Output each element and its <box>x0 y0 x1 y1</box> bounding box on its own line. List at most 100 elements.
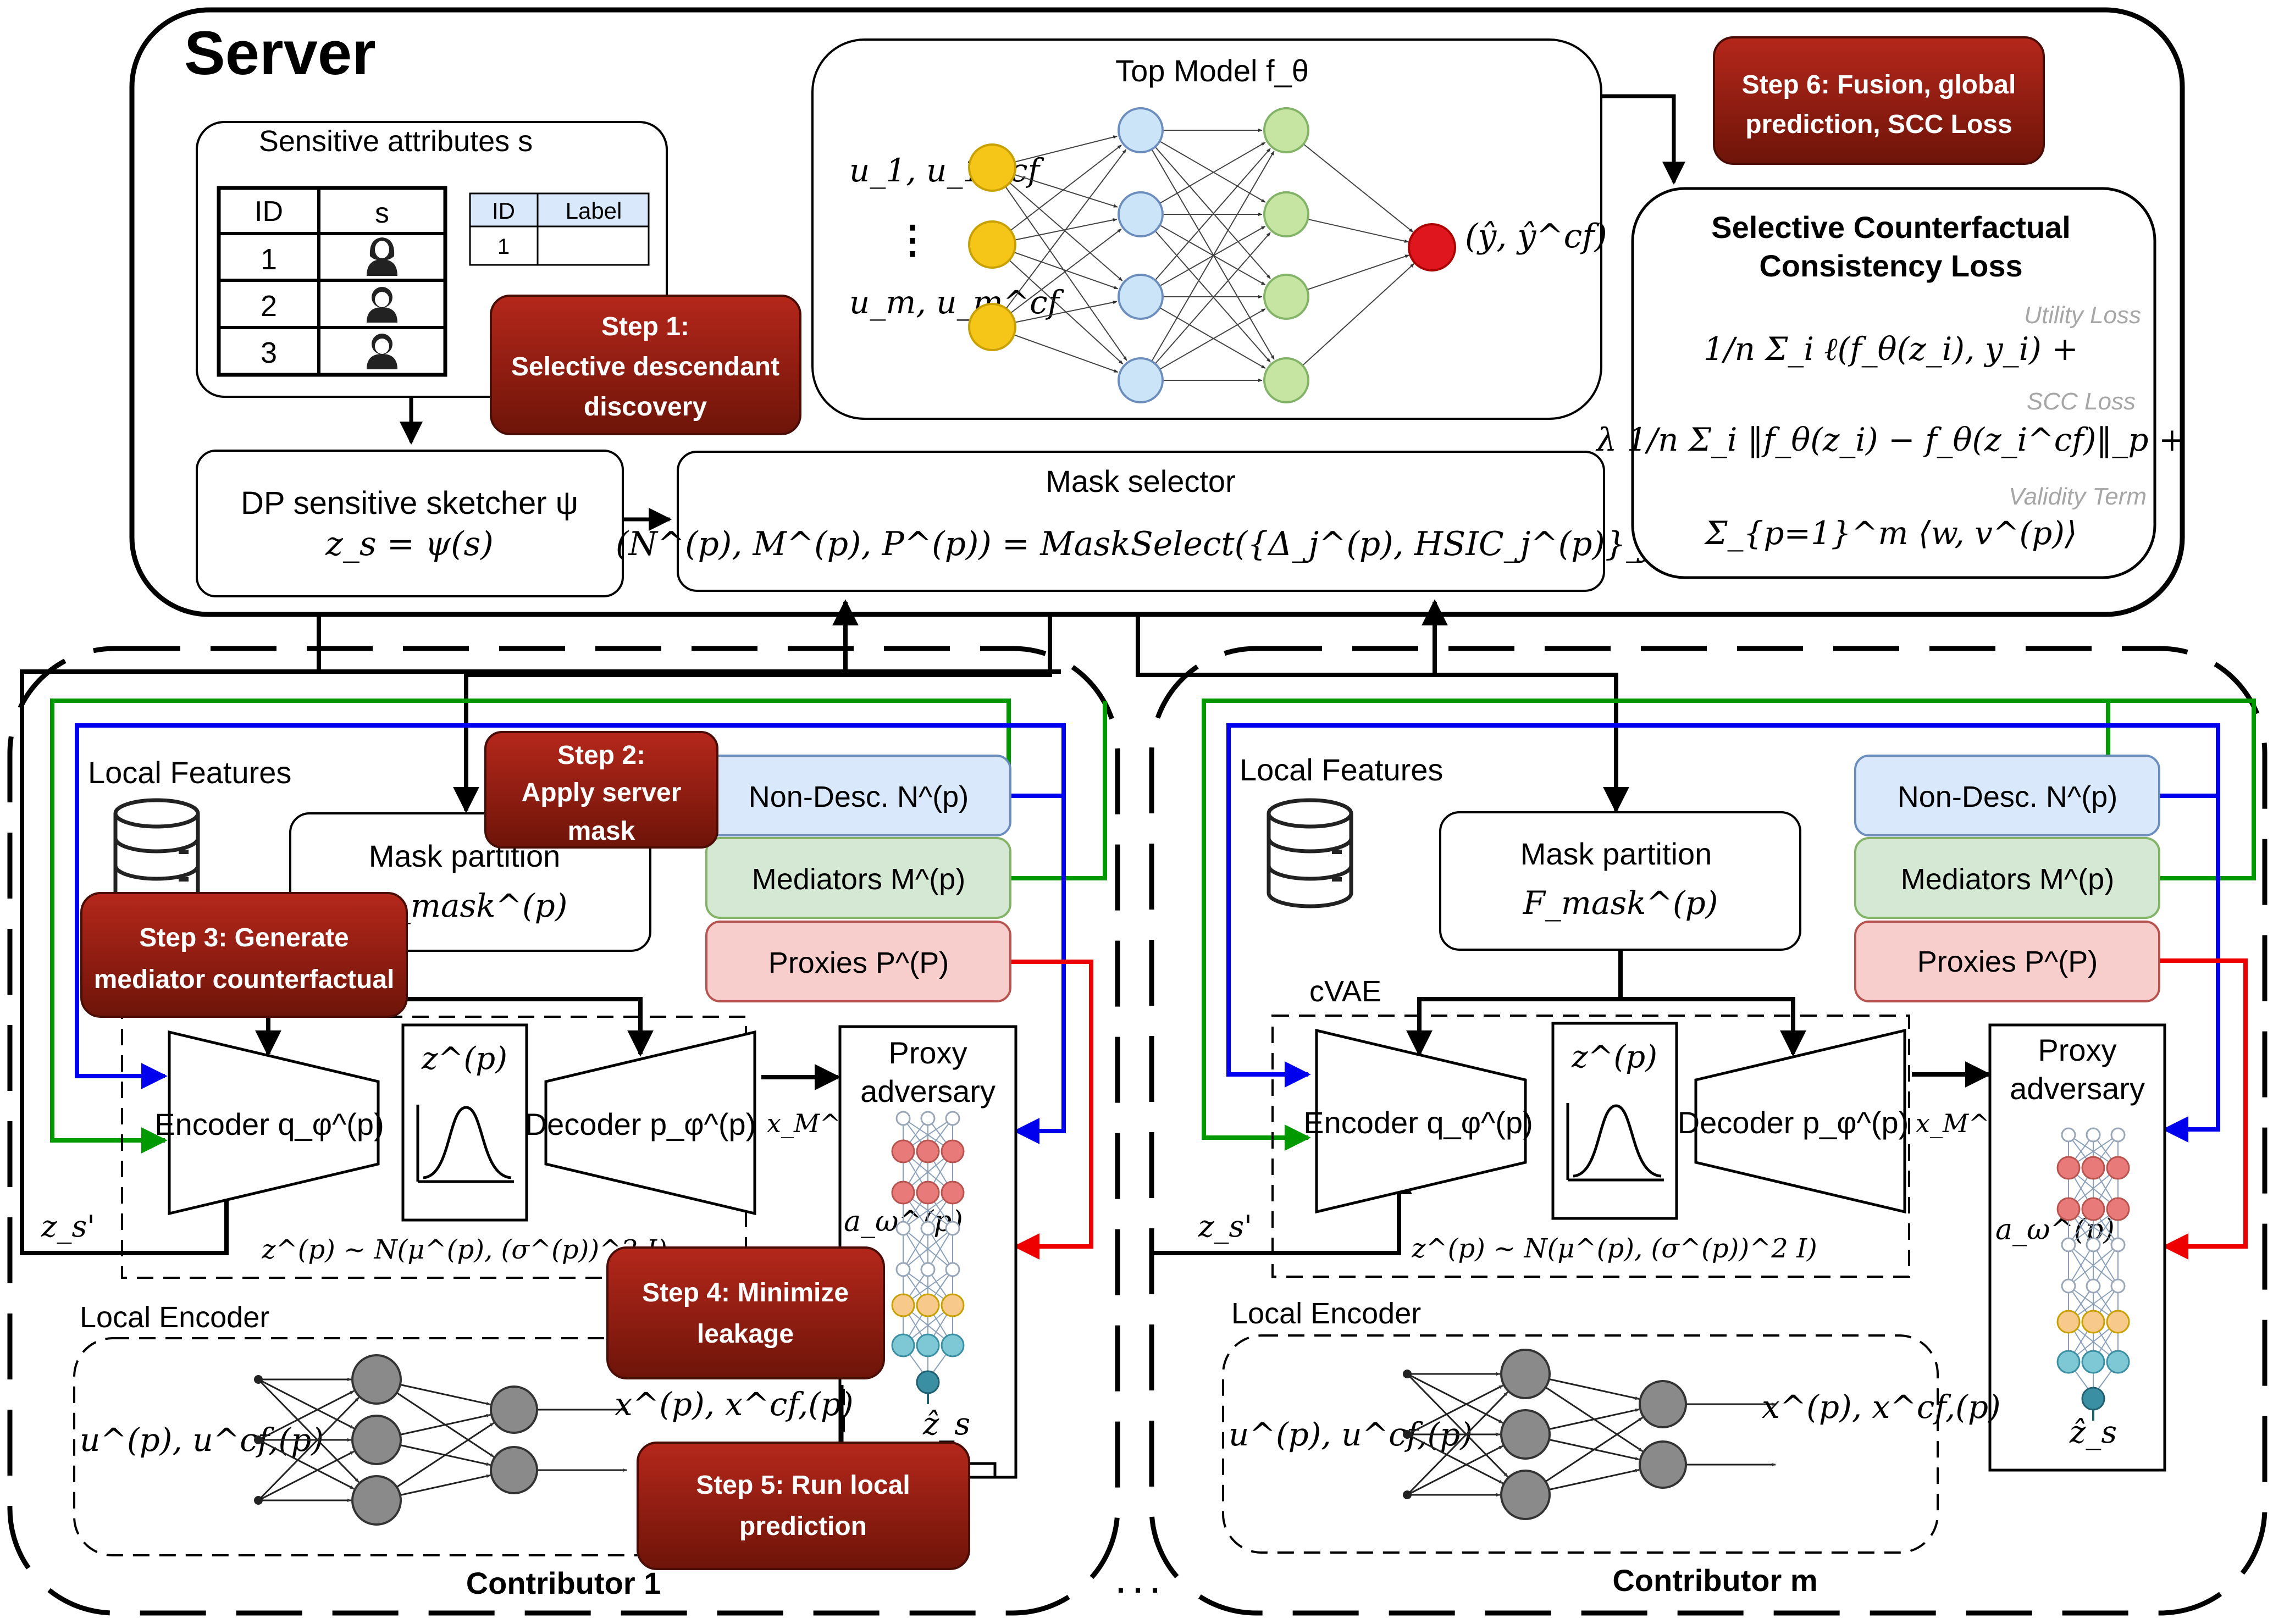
network-node <box>1118 191 1164 237</box>
encoder-label: Encoder q_φ^(p) <box>154 1107 384 1141</box>
network-node <box>891 1293 915 1317</box>
proxy-adversary-line1: Proxy <box>2038 1033 2116 1067</box>
gaussian-curve <box>416 1105 514 1183</box>
network-node <box>1263 191 1309 237</box>
contributorm-content: Local Features Mask partition F_mask^(p)… <box>1198 699 2256 1598</box>
network-node <box>2106 1350 2130 1374</box>
dp-sketcher-title: DP sensitive sketcher ψ <box>241 485 578 521</box>
database-icon <box>1267 798 1353 908</box>
network-node <box>941 1293 965 1317</box>
network-node <box>2061 1127 2076 1143</box>
network-node <box>916 1370 940 1394</box>
local-encoder-network <box>1403 1349 1776 1520</box>
sensitive-attributes-title: Sensitive attributes s <box>259 125 533 158</box>
network-node <box>2056 1156 2081 1180</box>
top-model-network <box>968 107 1456 403</box>
network-input-dot <box>254 1375 263 1384</box>
network-node <box>945 1262 960 1277</box>
step2-line2: Apply server <box>522 778 682 807</box>
proxies-box <box>1854 921 2160 1002</box>
network-node <box>2081 1310 2105 1334</box>
mask-partition-formula: F_mask^(p) <box>1523 884 1718 922</box>
network-node <box>895 1111 911 1126</box>
proxy-adversary-line1: Proxy <box>888 1035 967 1070</box>
network-node <box>920 1221 936 1236</box>
mediators-label: Mediators M^(p) <box>1901 863 2114 896</box>
network-node <box>2110 1237 2126 1252</box>
network-node <box>2106 1310 2130 1334</box>
sensitive-table-id: 2 <box>261 290 277 323</box>
network-node <box>1500 1470 1551 1520</box>
utility-loss-formula: 1/n Σ_i ℓ(f_θ(z_i), y_i) + <box>1704 330 2078 368</box>
network-node <box>968 220 1016 269</box>
non-desc-label: Non-Desc. N^(p) <box>749 780 969 813</box>
network-node <box>1118 274 1164 320</box>
male-person-icon <box>367 287 397 323</box>
network-edges <box>257 1377 627 1503</box>
encoder-shape <box>1315 1028 1527 1214</box>
step5-line1: Step 5: Run local <box>696 1471 910 1500</box>
network-node <box>2056 1350 2081 1374</box>
sensitive-table-header-id: ID <box>255 196 283 228</box>
proxies-label: Proxies P^(P) <box>768 946 949 979</box>
cvae-label: cVAE <box>1309 975 1381 1008</box>
network-node <box>490 1446 538 1494</box>
non-desc-box <box>1854 755 2160 836</box>
step4-badge: Step 4: Minimize leakage <box>606 1246 885 1379</box>
step5-line2: prediction <box>739 1512 867 1541</box>
latent-box <box>401 1023 528 1222</box>
step4-line1: Step 4: Minimize <box>642 1278 849 1307</box>
latent-box <box>1551 1022 1678 1220</box>
top-model-output: (ŷ, ŷ^cf) <box>1465 217 1607 256</box>
network-node <box>916 1180 940 1205</box>
gaussian-curve <box>1566 1103 1664 1182</box>
contributor1-content: Local Features Mask partition F_mask^(p)… <box>41 699 1107 1600</box>
network-node <box>1500 1409 1551 1460</box>
step2-line3: mask <box>568 817 635 846</box>
male-person-icon <box>367 334 397 369</box>
proxy-adversary-line2: adversary <box>860 1074 996 1108</box>
label-table-header-id: ID <box>492 198 515 224</box>
sensitive-table: ID s 1 2 3 <box>217 186 447 377</box>
network-node <box>2061 1237 2076 1252</box>
network-node <box>351 1475 402 1526</box>
proxy-adversary-box <box>1988 1023 2166 1472</box>
network-node <box>1263 274 1309 320</box>
z-hat-label: ẑ_s <box>922 1406 970 1442</box>
mask-selector-formula: (N^(p), M^(p), P^(p)) = MaskSelect({Δ_j^… <box>616 525 1666 563</box>
dp-sketcher-box <box>196 450 624 597</box>
decoder-label: Decoder p_φ^(p) <box>1678 1105 1909 1140</box>
step1-line2: Selective descendant <box>511 352 779 381</box>
network-input-dot <box>254 1435 263 1444</box>
mask-selector-title: Mask selector <box>1046 464 1235 498</box>
local-encoder-label: Local Encoder <box>1231 1297 1421 1330</box>
network-node <box>968 143 1016 192</box>
network-node <box>2081 1197 2105 1221</box>
network-node <box>2110 1127 2126 1143</box>
latent-distribution: z^(p) ~ N(μ^(p), (σ^(p))^2 I) <box>1411 1233 1817 1264</box>
network-node <box>945 1221 960 1236</box>
network-node <box>2081 1156 2105 1180</box>
proxies-box <box>705 921 1011 1002</box>
non-desc-label: Non-Desc. N^(p) <box>1898 780 2117 813</box>
encoder-label: Encoder q_φ^(p) <box>1303 1105 1533 1140</box>
database-icon <box>113 798 200 908</box>
network-node <box>1639 1380 1687 1428</box>
step6-line2: prediction, SCC Loss <box>1745 110 2012 139</box>
network-node <box>1263 357 1309 403</box>
dp-sketcher-formula: z_s = ψ(s) <box>325 525 493 563</box>
contributors-ellipsis: . . . <box>1116 1565 1159 1599</box>
network-edges <box>1406 1372 1776 1497</box>
network-node <box>895 1262 911 1277</box>
contributor1-box <box>7 646 1120 1616</box>
network-node <box>2081 1350 2105 1374</box>
scc-title-line2: Consistency Loss <box>1759 248 2022 283</box>
z-s-prime-label: z_s' <box>41 1209 95 1244</box>
top-model-input-dots: ⋮ <box>893 218 932 261</box>
step4-line2: leakage <box>697 1320 794 1349</box>
step2-badge: Step 2: Apply server mask <box>484 731 718 849</box>
step3-line1: Step 3: Generate <box>139 923 349 952</box>
network-node <box>1500 1349 1551 1399</box>
label-table-header-label: Label <box>566 198 622 224</box>
contributorm-box <box>1149 646 2268 1616</box>
